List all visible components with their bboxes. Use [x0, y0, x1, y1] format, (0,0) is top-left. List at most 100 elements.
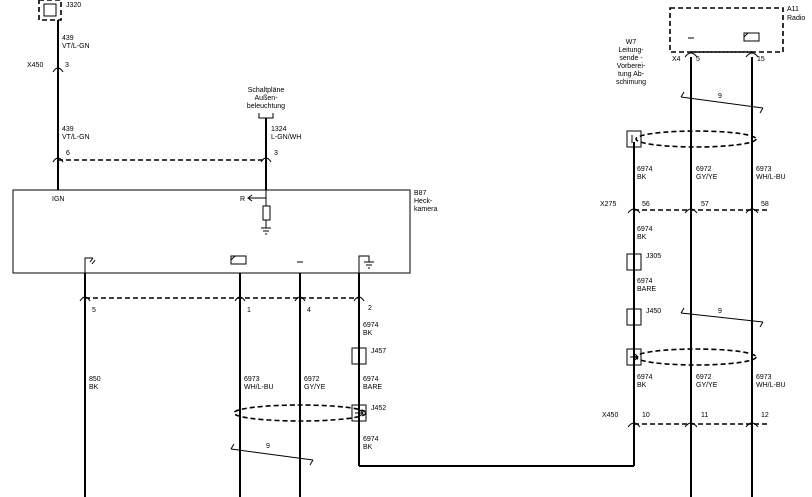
wire-6973-left-number: 6973 — [244, 376, 260, 383]
wire-439a-number: 439 — [62, 35, 74, 42]
b87-resistor-symbol — [262, 205, 271, 221]
b87-name-line2: kamera — [414, 206, 437, 213]
x275-pin56: 56 — [642, 201, 650, 208]
splice-j457-symbol — [351, 347, 367, 365]
a11-name: Radio — [787, 15, 805, 22]
x275-pin58-symbol — [745, 208, 759, 214]
x4-pin15-symbol — [745, 52, 759, 58]
wire-6973-right-a-color: WH/L-BU — [756, 174, 786, 181]
x275-pin58: 58 — [761, 201, 769, 208]
connector-x4-pin15: 15 — [757, 56, 765, 63]
splice-j452-label: J452 — [371, 405, 386, 412]
w7-line5: schimung — [616, 79, 646, 86]
b87-connector-pin2-symbol — [353, 296, 365, 302]
x4-pin5-symbol — [684, 52, 698, 58]
x450-pin10: 10 — [642, 412, 650, 419]
ref-bracket-symbol — [258, 113, 274, 119]
wire-439a-color: VT/L-GN — [62, 43, 90, 50]
wire-6972-left-color: GY/YE — [304, 384, 326, 391]
x450-pin10-symbol — [627, 422, 641, 428]
splice-j305-symbol — [626, 253, 642, 271]
b87-name-line1: Heck- — [414, 198, 433, 205]
splice-j457-label: J457 — [371, 348, 386, 355]
connector-x4-label: X4 — [672, 56, 681, 63]
ref-exterior-lighting-line3: beleuchtung — [247, 103, 285, 110]
wire-6974-right-b-color: BK — [637, 234, 647, 241]
shield-splice-bottom-symbol — [626, 348, 642, 366]
a11-radio-box — [669, 7, 784, 53]
wire-6974-left-b-color: BK — [363, 444, 373, 451]
twist-top-right-label: 9 — [718, 93, 722, 100]
twist-marker-mid-right — [680, 312, 764, 323]
wire-6974-right-c-number: 6974 — [637, 374, 653, 381]
wire-439b-number: 439 — [62, 126, 74, 133]
splice-j450-label: J450 — [646, 308, 661, 315]
b87-pin5-label: 5 — [92, 307, 96, 314]
connector-x450-top-symbol — [52, 67, 64, 73]
wire-6974-right-a-color: BK — [637, 174, 647, 181]
shield-splice-top-symbol — [626, 130, 642, 148]
twist-left-label: 9 — [266, 443, 270, 450]
wire-6972-right-a-number: 6972 — [696, 166, 712, 173]
connector-x450-bottom-label: X450 — [602, 412, 618, 419]
x450-pin12-symbol — [745, 422, 759, 428]
x450-pin12: 12 — [761, 412, 769, 419]
b87-connector-pin4-symbol — [294, 296, 306, 302]
wire-6974-right-bare-color: BARE — [637, 286, 656, 293]
wire-6973-left-color: WH/L-BU — [244, 384, 274, 391]
w7-line4: tung Ab- — [618, 71, 645, 78]
chassis-ground-icon — [84, 257, 93, 273]
x275-pin57-symbol — [684, 208, 698, 214]
a11-id: A11 — [787, 6, 799, 13]
b87-connector-pin1-symbol — [234, 296, 246, 302]
wire-850-color: BK — [89, 384, 99, 391]
x275-pin57: 57 — [701, 201, 709, 208]
wire-6974-left-a-color: BK — [363, 330, 373, 337]
wire-6973-right-b-number: 6973 — [756, 374, 772, 381]
b87-pin3-label: 3 — [274, 150, 278, 157]
b87-pin6-label: 6 — [66, 150, 70, 157]
wire-6974-right-a-number: 6974 — [637, 166, 653, 173]
wire-6974-left-a-number: 6974 — [363, 322, 379, 329]
connector-x275-label: X275 — [600, 201, 616, 208]
b87-pin2-label: 2 — [368, 305, 372, 312]
b87-pin-r: R — [240, 196, 245, 203]
shield-ellipse-bottom-right — [635, 348, 757, 366]
wire-6974-right-b-number: 6974 — [637, 226, 653, 233]
wire-6974-right-c-color: BK — [637, 382, 647, 389]
wire-6974-left-bare-color: BARE — [363, 384, 382, 391]
wire-1324-number: 1324 — [271, 126, 287, 133]
splice-j305-label: J305 — [646, 253, 661, 260]
connector-x450-top-label: X450 — [27, 62, 43, 69]
b87-id: B87 — [414, 190, 427, 197]
ref-exterior-lighting-line1: Schaltpläne — [248, 87, 285, 94]
wire-850-number: 850 — [89, 376, 101, 383]
b87-connector-pin6-symbol — [52, 157, 64, 163]
b87-rear-camera-box — [12, 189, 411, 274]
twist-marker-top-right — [680, 96, 764, 109]
x450-pin11: 11 — [701, 412, 708, 419]
b87-connector-pin5-symbol — [79, 296, 91, 302]
wire-6974-left-bare-number: 6974 — [363, 376, 379, 383]
b87-arrow-icon — [247, 194, 253, 202]
connector-x450-top-pin: 3 — [65, 62, 69, 69]
w7-line2: sende - — [619, 55, 643, 62]
wire-6972-left-number: 6972 — [304, 376, 320, 383]
w7-line3: Vorberei- — [617, 63, 646, 70]
wire-6974-right-bare-number: 6974 — [637, 278, 653, 285]
shield-ellipse-left — [233, 404, 367, 422]
connector-x4-pin5: 5 — [696, 56, 700, 63]
j320-component-box — [38, 0, 62, 21]
wire-6972-right-a-color: GY/YE — [696, 174, 718, 181]
wire-1324-color: L-GN/WH — [271, 134, 301, 141]
b87-pin-ign: IGN — [52, 196, 64, 203]
wire-6974-left-b-number: 6974 — [363, 436, 379, 443]
b87-connector-pin3-symbol — [260, 157, 272, 163]
wire-6973-right-a-number: 6973 — [756, 166, 772, 173]
splice-j450-symbol — [626, 308, 642, 326]
shield-ellipse-top-right — [635, 130, 757, 148]
w7-line1: Leitung- — [618, 47, 644, 54]
x450-pin11-symbol — [684, 422, 698, 428]
j320-label: J320 — [66, 2, 81, 9]
